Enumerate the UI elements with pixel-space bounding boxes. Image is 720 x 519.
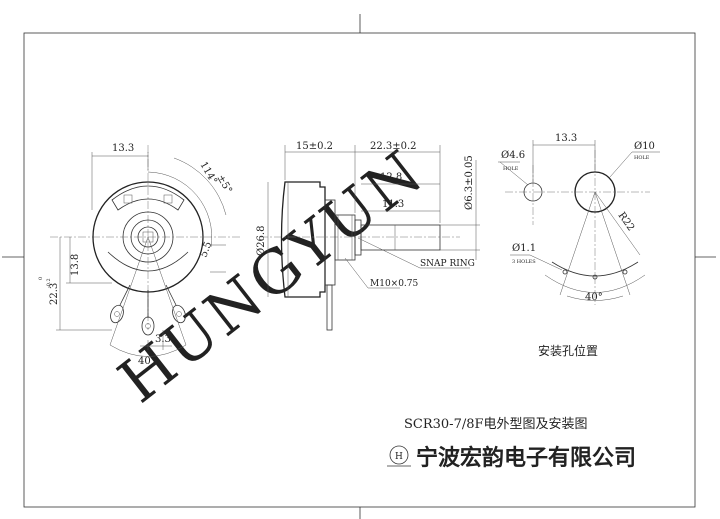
front-total-tol-upper: 0 bbox=[38, 277, 44, 280]
front-offset-dim: 5.5 bbox=[198, 240, 214, 259]
side-body-dim: 15±0.2 bbox=[296, 141, 333, 152]
side-thread: M10×0.75 bbox=[370, 279, 419, 289]
drawing-frame bbox=[2, 14, 716, 519]
front-height-dim: 13.8 bbox=[70, 254, 81, 276]
company-logo-icon: H bbox=[387, 445, 411, 467]
front-width-dim: 13.3 bbox=[112, 143, 134, 154]
side-body-diameter: Ø26.8 bbox=[256, 226, 267, 256]
side-view: 15±0.2 22.3±0.2 12.8 11.3 Ø6.3±0.05 Ø26.… bbox=[256, 141, 480, 331]
mount-small-hole-dia: Ø4.6 bbox=[501, 150, 525, 161]
mount-angle-dim: 40° bbox=[585, 292, 603, 303]
title-block: SCR30-7/8F电外型图及安装图 H 宁波宏韵电子有限公司 bbox=[387, 417, 636, 471]
mount-radius-dim: R22 bbox=[616, 210, 637, 233]
side-dim-11-3: 11.3 bbox=[382, 199, 404, 210]
side-snap-ring: SNAP RING bbox=[420, 259, 475, 269]
front-terminal-angle: 40° bbox=[138, 356, 156, 367]
mount-big-hole-dia: Ø10 bbox=[634, 141, 655, 152]
side-shaft-dim: 22.3±0.2 bbox=[370, 141, 417, 152]
mount-terminal-holes-label: 3 HOLES bbox=[512, 259, 536, 265]
company-name: 宁波宏韵电子有限公司 bbox=[416, 445, 636, 471]
front-total-dim: 22.3 bbox=[49, 283, 60, 305]
front-angle-tol: ±5° bbox=[214, 173, 233, 196]
mount-small-hole-label: HOLE bbox=[503, 166, 519, 172]
mount-big-hole-label: HOLE bbox=[634, 155, 650, 161]
side-dim-12-8: 12.8 bbox=[380, 172, 402, 183]
mounting-view: 13.3 Ø4.6 HOLE Ø10 HOLE R22 Ø1.1 3 HOLES… bbox=[498, 133, 660, 358]
mount-terminal-hole-dia: Ø1.1 bbox=[512, 243, 536, 254]
front-pitch-dim: 3.3 bbox=[155, 334, 171, 345]
front-view: 13.3 114° ±5° 5.5 13.8 22.3 0 -0.2 3.3 4… bbox=[38, 143, 240, 367]
drawing-title: SCR30-7/8F电外型图及安装图 bbox=[404, 417, 588, 432]
mount-spacing-dim: 13.3 bbox=[555, 133, 577, 144]
side-shaft-diameter: Ø6.3±0.05 bbox=[464, 155, 475, 210]
mount-caption: 安装孔位置 bbox=[538, 343, 598, 358]
front-total-tol-lower: -0.2 bbox=[46, 278, 52, 288]
logo-letter: H bbox=[395, 452, 403, 462]
front-angle-dim: 114° bbox=[197, 160, 219, 186]
